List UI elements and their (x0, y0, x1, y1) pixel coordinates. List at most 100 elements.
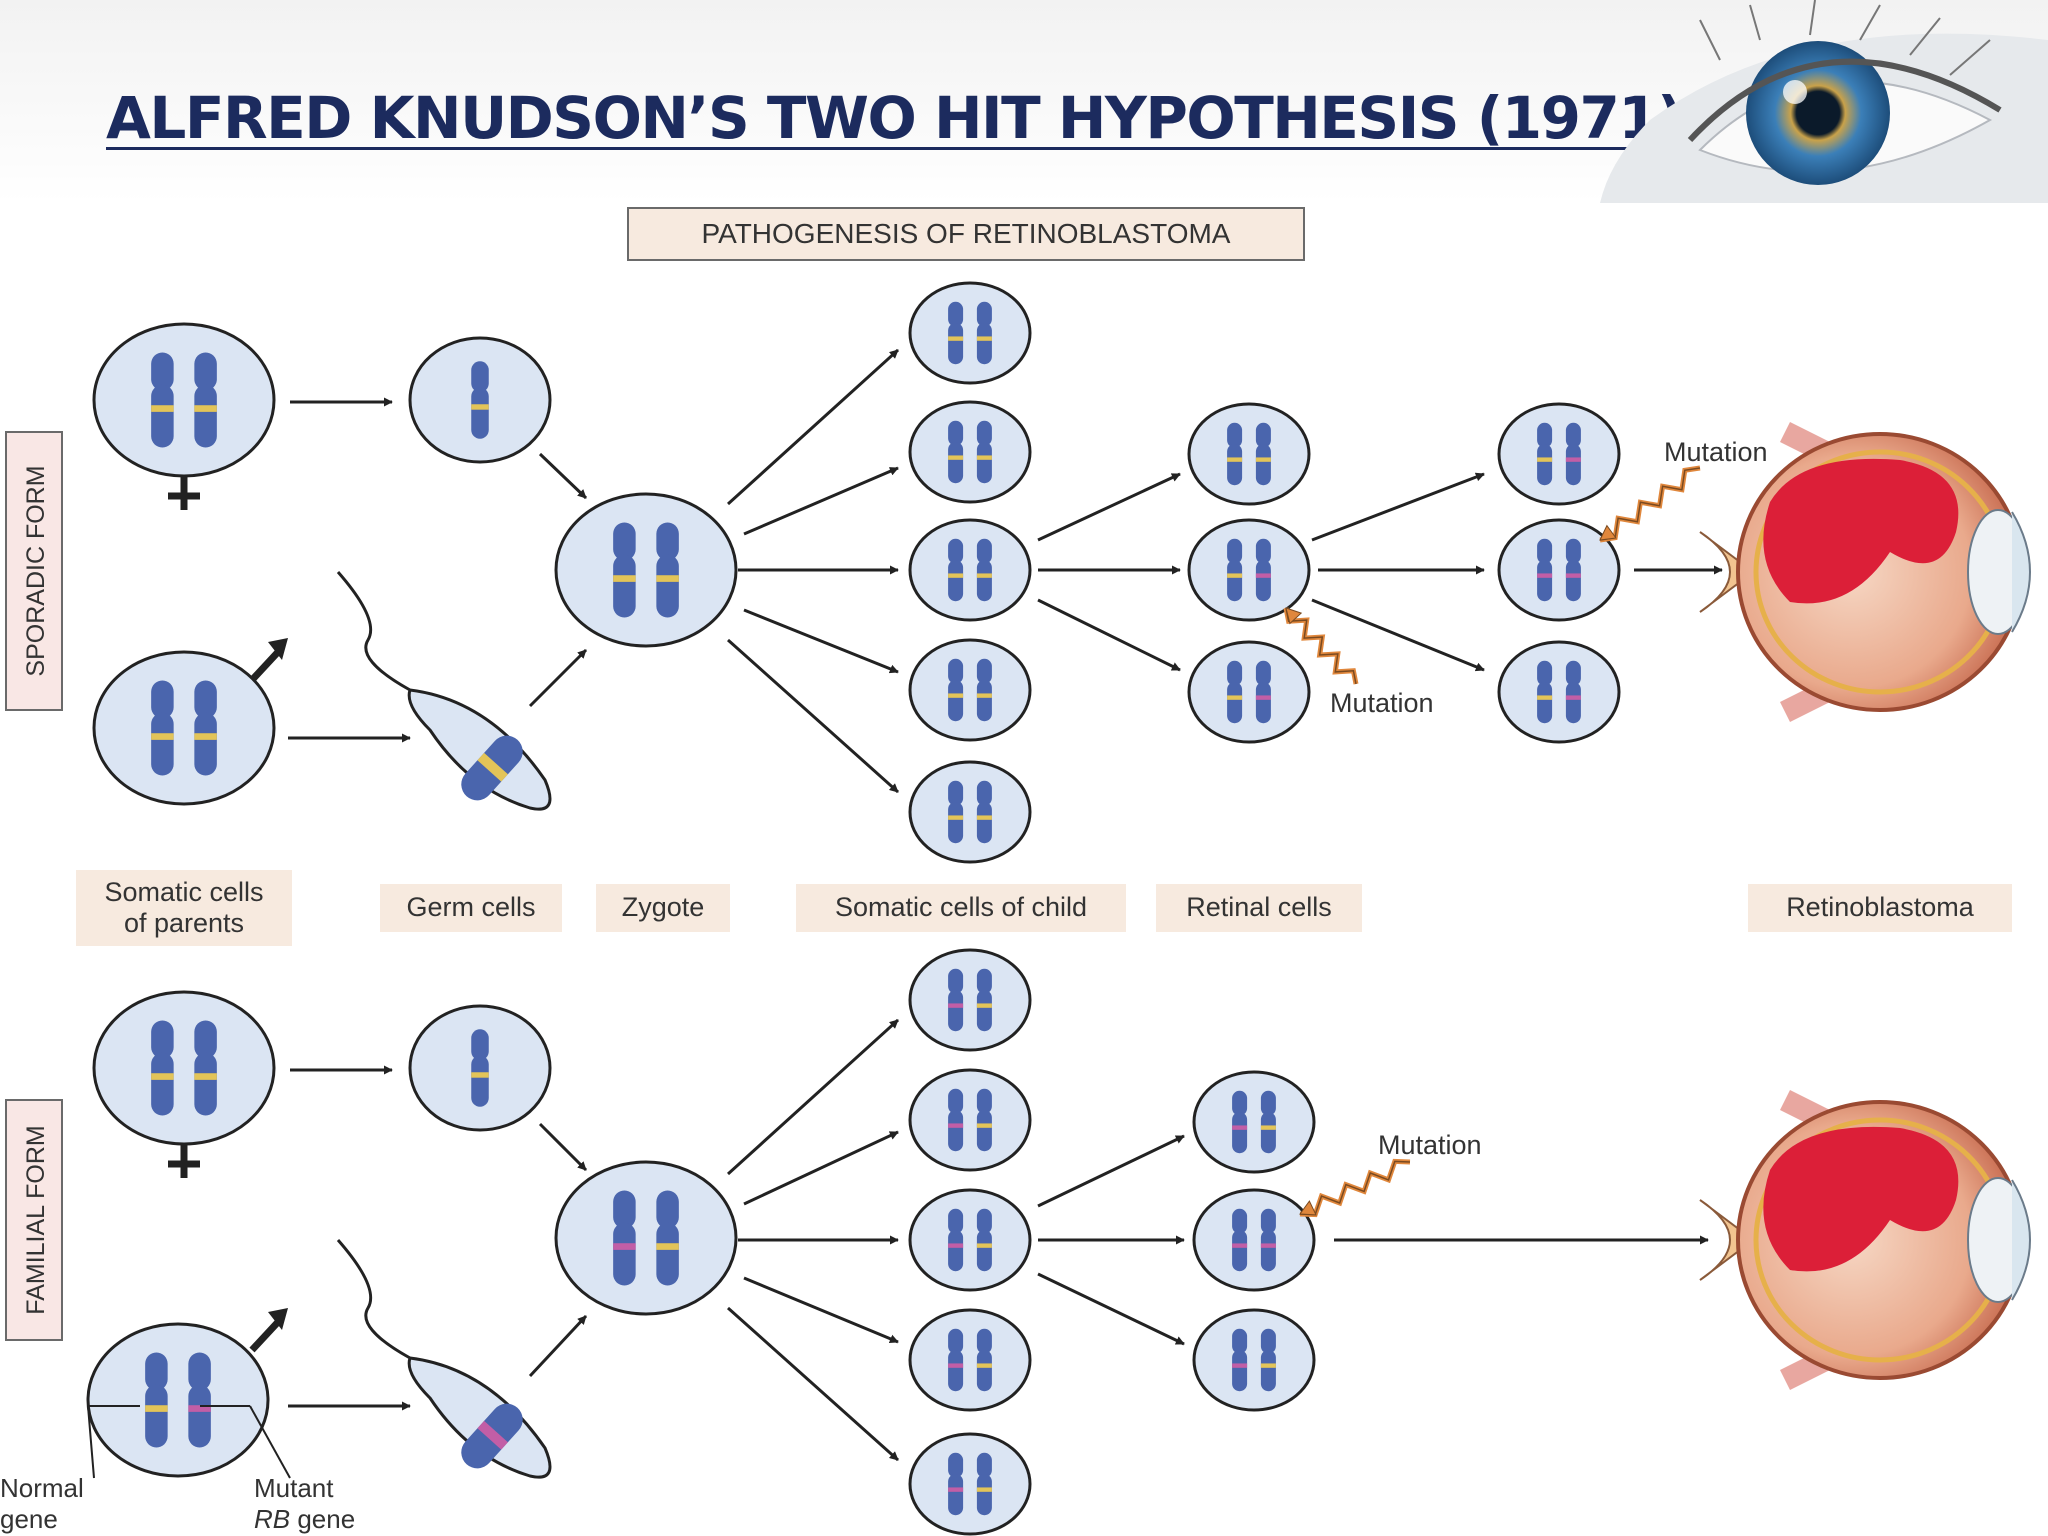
mutation-arrow (1599, 524, 1617, 541)
chromosome (1260, 1208, 1276, 1272)
cell (908, 1188, 1032, 1292)
chromosome (471, 361, 489, 439)
cell (554, 1160, 738, 1316)
somatic-parents-label-2: of parents (124, 908, 244, 938)
cell (92, 322, 276, 478)
chromosome (948, 780, 964, 844)
zygote-box (596, 884, 730, 932)
arrow (528, 1314, 588, 1378)
tumor-eye (1699, 422, 2031, 722)
diagram-title: PATHOGENESIS OF RETINOBLASTOMA (702, 218, 1231, 249)
chromosome (1232, 1208, 1248, 1272)
header-eye-image (1600, 0, 2048, 203)
cell (1187, 402, 1311, 506)
arrow (1037, 598, 1181, 672)
cell (908, 1432, 1032, 1536)
chromosome (976, 1452, 992, 1516)
cell (908, 948, 1032, 1052)
familial-form-label: FAMILIAL FORM (22, 1125, 50, 1314)
chromosome (1227, 538, 1243, 602)
arrow (538, 1122, 588, 1172)
mutant-gene-label-1: Mutant (254, 1473, 334, 1503)
arrow (727, 1306, 899, 1462)
mutant-gene-label-2: RB gene (254, 1504, 355, 1534)
chromosome (976, 538, 992, 602)
mutant-gene-suffix: gene (290, 1504, 355, 1534)
chromosome (948, 420, 964, 484)
chromosome (948, 658, 964, 722)
chromosome (948, 968, 964, 1032)
sperm-cells (336, 571, 552, 1479)
normal-gene-label-1: Normal (0, 1473, 84, 1503)
slide-title: ALFRED KNUDSON’S TWO HIT HYPOTHESIS (197… (106, 84, 1684, 152)
mutation-label: Mutation (1330, 688, 1434, 718)
sperm-cell (336, 571, 552, 811)
arrow (743, 466, 899, 536)
cell (1192, 1188, 1316, 1292)
mutation-arrow (1285, 607, 1357, 685)
arrow (1311, 472, 1485, 542)
chromosome (656, 1190, 679, 1286)
chromosome (1565, 538, 1581, 602)
chromosome (948, 301, 964, 365)
tumor-eyes (1699, 422, 2031, 1390)
cell (408, 336, 552, 464)
retinoblastoma-label: Retinoblastoma (1786, 892, 1975, 922)
chromosome (1255, 660, 1271, 724)
male-symbol (268, 638, 288, 660)
mutant-gene-symbol: RB (254, 1504, 290, 1534)
chromosome (976, 1328, 992, 1392)
somatic-child-box (796, 884, 1126, 932)
chromosome (1260, 1328, 1276, 1392)
chromosome (976, 1208, 992, 1272)
chromosome (194, 1020, 217, 1116)
familial-form-box (5, 1099, 63, 1341)
cell (1497, 518, 1621, 622)
arrow (1037, 472, 1181, 542)
retinal-cells-box (1156, 884, 1362, 932)
stage-labels: Somatic cells of parents Germ cells Zygo… (76, 870, 2012, 946)
cell (908, 760, 1032, 864)
arrow (1037, 1134, 1185, 1208)
arrow (1037, 1272, 1185, 1346)
arrow (726, 348, 900, 506)
chromosome (948, 1452, 964, 1516)
mutation-label: Mutation (1378, 1130, 1482, 1160)
chromosome (976, 780, 992, 844)
arrow (743, 1130, 899, 1206)
somatic-child-label: Somatic cells of child (835, 892, 1087, 922)
chromosome (188, 1352, 211, 1448)
diagram-title-box (627, 207, 1305, 261)
chromosome (1232, 1090, 1248, 1154)
chromosome (1227, 660, 1243, 724)
cell (86, 1322, 270, 1478)
chromosome (461, 1403, 523, 1469)
chromosome (656, 522, 679, 618)
cell (408, 1004, 552, 1132)
retinoblastoma-box (1748, 884, 2012, 932)
chromosome (1537, 660, 1553, 724)
cell (92, 650, 276, 806)
arrow (743, 1276, 899, 1344)
chromosome (976, 968, 992, 1032)
mutation-label: Mutation (1664, 437, 1768, 467)
chromosome (1537, 538, 1553, 602)
chromosome (471, 1029, 489, 1107)
cell (908, 400, 1032, 504)
cell (1497, 402, 1621, 506)
chromosome (613, 522, 636, 618)
chromosome (145, 1352, 168, 1448)
cell (1497, 640, 1621, 744)
cell (908, 638, 1032, 742)
chromosome (948, 1328, 964, 1392)
arrow (727, 638, 899, 794)
chromosome (151, 680, 174, 776)
chromosome (976, 1088, 992, 1152)
legend-pointers (87, 1405, 291, 1479)
mutation-arrow (1599, 467, 1701, 541)
mutation-arrow (1299, 1200, 1317, 1216)
cell (554, 492, 738, 648)
chromosome (948, 538, 964, 602)
cell (908, 1308, 1032, 1412)
normal-gene-pointer (87, 1405, 95, 1479)
